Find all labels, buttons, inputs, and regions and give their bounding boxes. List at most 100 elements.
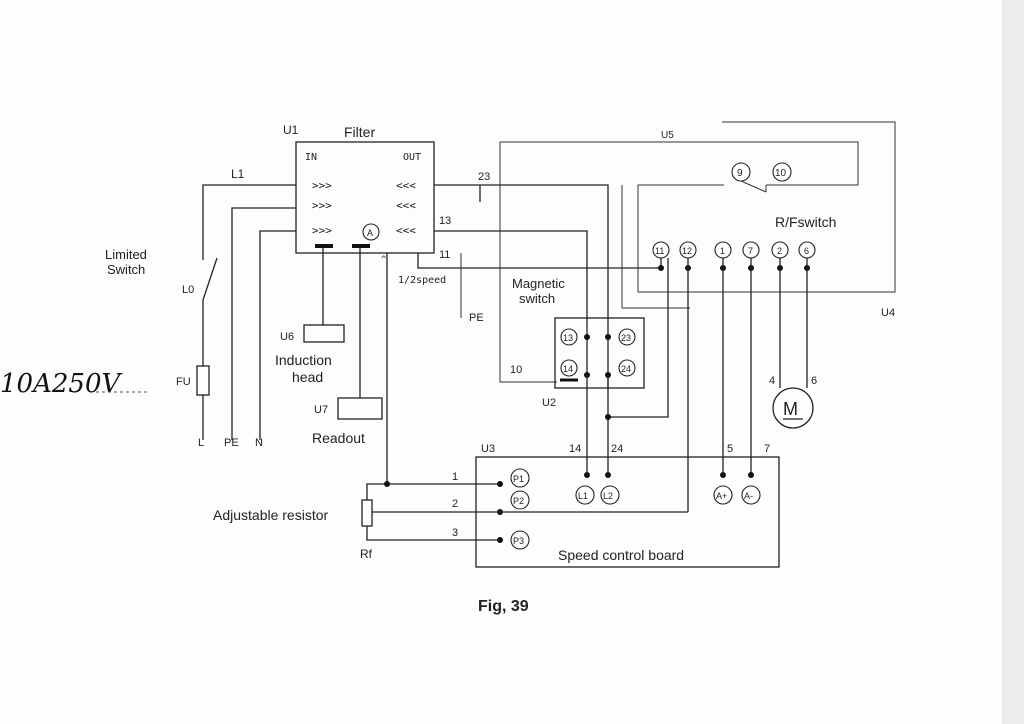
magnetic-switch-box — [554, 317, 645, 389]
wire-13-label: 13 — [439, 215, 451, 227]
wire-5-label: 5 — [727, 443, 733, 455]
readout-label: Readout — [312, 430, 365, 446]
wire-14-label: 14 — [569, 443, 581, 455]
fuse-symbol — [196, 365, 210, 396]
filter-out-label: OUT — [403, 152, 421, 163]
svg-text:>>>: >>> — [312, 224, 332, 237]
handwritten-rating: 10A250V — [0, 369, 122, 399]
adjustable-resistor-label: Adjustable resistor — [213, 507, 329, 523]
fu-label: FU — [176, 376, 191, 388]
wire-13 — [434, 230, 588, 375]
induction-head-label-2: head — [292, 369, 323, 385]
magnetic-switch-terminal-24: 24 — [618, 359, 636, 377]
rf-terminal-10: 10 — [772, 162, 792, 182]
page-edge — [1002, 0, 1024, 724]
n-terminal-label: N — [255, 437, 263, 449]
mag-contact-dot — [605, 334, 611, 340]
magnetic-switch-terminal-23: 23 — [618, 328, 636, 346]
wire-24-label: 24 — [611, 443, 623, 455]
u4-label: U4 — [881, 307, 895, 319]
svg-text:<<<: <<< — [396, 199, 416, 212]
mag-contact-dot — [584, 334, 590, 340]
u6-connector — [315, 244, 333, 248]
filter-title: Filter — [344, 124, 375, 140]
svg-text:6: 6 — [804, 246, 809, 256]
rf-terminal-1: 1 — [714, 241, 732, 259]
board-terminal-l2: L2 — [600, 485, 620, 505]
wire-23-label: 23 — [478, 171, 490, 183]
ammeter-lead-arrow: ^ — [381, 255, 387, 265]
svg-text:P1: P1 — [513, 474, 524, 484]
line-n — [259, 230, 296, 440]
svg-text:A+: A+ — [716, 491, 727, 501]
l1-label: L1 — [231, 167, 245, 181]
svg-text:12: 12 — [682, 246, 692, 256]
u7-connector — [352, 244, 370, 248]
filter-in-label: IN — [305, 152, 317, 163]
l0-label: L0 — [182, 284, 194, 296]
junction-dot — [605, 414, 611, 420]
svg-text:1: 1 — [720, 246, 725, 256]
magnetic-switch-label-1: Magnetic — [512, 276, 565, 291]
wire-1-label: 1 — [452, 471, 458, 483]
induction-head-label-1: Induction — [275, 352, 332, 368]
motor-symbol — [772, 387, 814, 429]
rf-terminal-11: 11 — [652, 241, 670, 259]
u5-outline — [499, 141, 859, 383]
magnetic-switch-label-2: switch — [519, 291, 555, 306]
rf-switch-label: R/Fswitch — [775, 214, 836, 230]
board-terminal-p2: P2 — [510, 490, 530, 510]
svg-text:<<<: <<< — [396, 224, 416, 237]
wire-4-label: 4 — [769, 375, 775, 387]
half-speed-label: 1/2speed — [398, 275, 446, 286]
svg-text:A-: A- — [744, 491, 753, 501]
rf-terminal-7: 7 — [742, 241, 760, 259]
filter-out-arrows: <<< <<< <<< — [396, 179, 416, 237]
svg-text:P2: P2 — [513, 496, 524, 506]
rf-terminal-2: 2 — [771, 241, 789, 259]
u1-label: U1 — [283, 123, 299, 137]
rf-terminal-9: 9 — [731, 162, 751, 182]
board-terminal-a-minus: A- — [741, 485, 761, 505]
board-terminal-l1: L1 — [575, 485, 595, 505]
board-terminal-p3: P3 — [510, 530, 530, 550]
svg-text:11: 11 — [655, 246, 664, 256]
speed-control-board-label: Speed control board — [558, 547, 684, 563]
motor-label: M — [783, 399, 798, 419]
wire-10-label: 10 — [510, 364, 522, 376]
resistor-symbol — [361, 499, 373, 527]
svg-text:23: 23 — [621, 333, 631, 343]
svg-text:P3: P3 — [513, 536, 524, 546]
rf-switch-contact — [740, 180, 767, 193]
svg-text:9: 9 — [737, 168, 743, 179]
svg-text:7: 7 — [748, 246, 753, 256]
wire-11-label: 11 — [439, 249, 450, 261]
line-pe — [231, 207, 296, 440]
u7-label: U7 — [314, 404, 328, 416]
u3-label: U3 — [481, 443, 495, 455]
motor-leads — [779, 258, 808, 388]
board-terminal-a-plus: A+ — [713, 485, 733, 505]
line-l — [202, 184, 296, 440]
svg-text:10: 10 — [775, 168, 787, 179]
svg-text:>>>: >>> — [312, 179, 332, 192]
u4-inner-wire — [621, 185, 690, 309]
svg-text:13: 13 — [563, 333, 573, 343]
ammeter-label: A — [367, 228, 373, 238]
rf-terminal-6: 6 — [798, 241, 816, 259]
u4-outline — [637, 121, 896, 293]
svg-text:14: 14 — [563, 364, 573, 374]
wire-24 — [607, 258, 669, 475]
board-terminal-p1: P1 — [510, 468, 530, 488]
wire-3-label: 3 — [452, 527, 458, 539]
svg-text:>>>: >>> — [312, 199, 332, 212]
junction-dot — [384, 481, 390, 487]
limited-switch-label-1: Limited — [105, 247, 147, 262]
u6-label: U6 — [280, 331, 294, 343]
pe-right-label: PE — [469, 312, 484, 324]
svg-text:L2: L2 — [603, 491, 613, 501]
rf-terminal-dots — [658, 265, 810, 271]
rf-label: Rf — [360, 547, 373, 561]
wire-6-label: 6 — [811, 375, 817, 387]
